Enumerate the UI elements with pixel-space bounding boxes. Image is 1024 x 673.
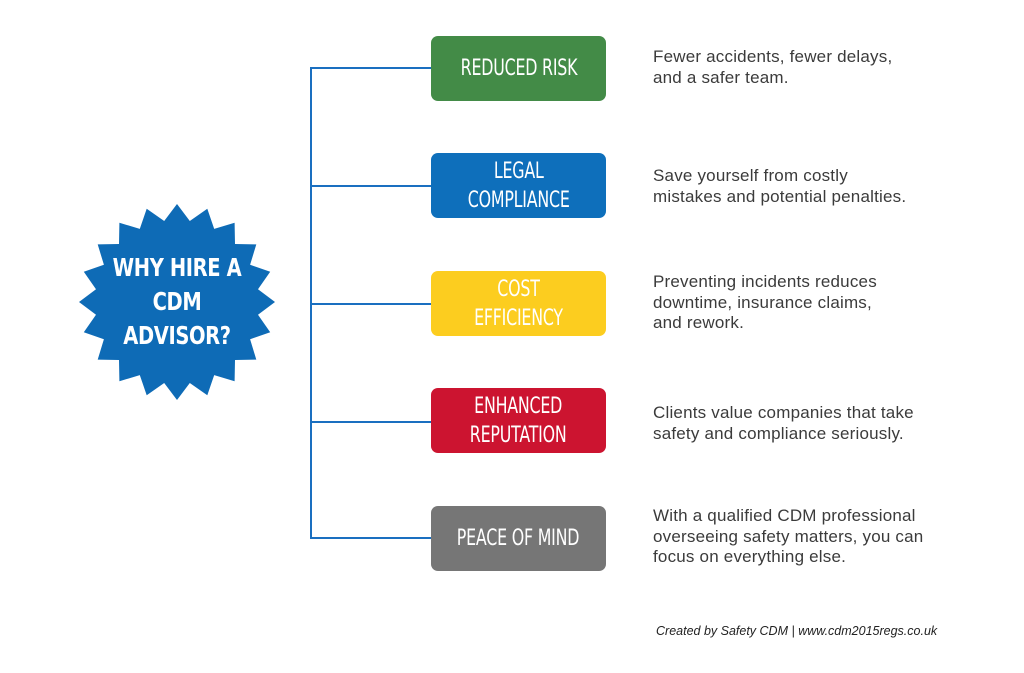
benefit-description: With a qualified CDM professional overse… <box>653 506 924 566</box>
benefit-description: Preventing incidents reduces downtime, i… <box>653 272 877 332</box>
title-badge: WHY HIRE A CDM ADVISOR? <box>77 202 277 402</box>
benefit-box-reduced-risk: REDUCED RISK <box>431 36 606 101</box>
benefit-label: PEACE OF MIND <box>457 526 580 551</box>
benefit-description: Save yourself from costly mistakes and p… <box>653 166 907 206</box>
benefit-box-cost-efficiency: COST EFFICIENCY <box>431 271 606 336</box>
benefit-label: REDUCED RISK <box>460 56 577 81</box>
benefit-box-legal-compliance: LEGAL COMPLIANCE <box>431 153 606 218</box>
benefit-box-peace-of-mind: PEACE OF MIND <box>431 506 606 571</box>
footer-credit: Created by Safety CDM | www.cdm2015regs.… <box>656 624 938 638</box>
benefit-label: ENHANCED REPUTATION <box>470 393 567 448</box>
benefit-description: Fewer accidents, fewer delays, and a saf… <box>653 47 893 87</box>
benefit-label: COST EFFICIENCY <box>474 276 563 331</box>
starburst-shape <box>79 204 275 400</box>
benefit-label: LEGAL COMPLIANCE <box>467 158 570 213</box>
benefit-description: Clients value companies that take safety… <box>653 403 914 443</box>
benefit-box-enhanced-reputation: ENHANCED REPUTATION <box>431 388 606 453</box>
diagram-title: WHY HIRE A CDM ADVISOR? <box>112 253 242 350</box>
